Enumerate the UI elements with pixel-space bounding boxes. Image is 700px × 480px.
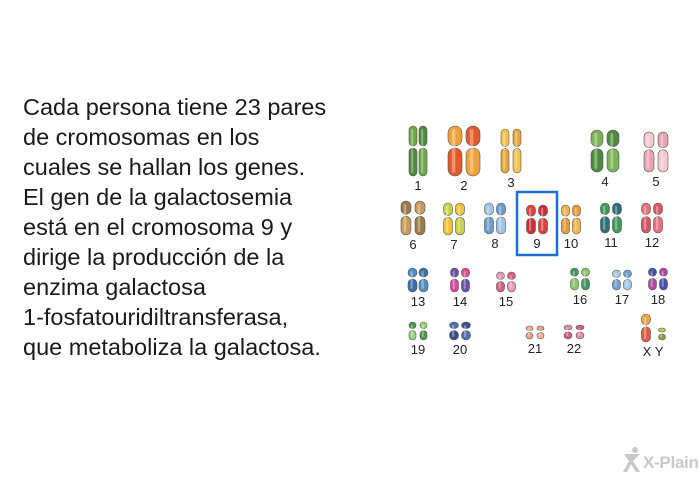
chromosome-label: 11 xyxy=(604,235,618,250)
chromosome-label: 10 xyxy=(564,236,578,251)
x-plain-logo: X-Plain xyxy=(621,445,699,475)
caption-line: cuales se hallan los genes. xyxy=(23,154,306,180)
chromosome-pair-21: 21 xyxy=(525,325,545,356)
chromosome-label: 21 xyxy=(528,341,542,356)
chromosome-label: 18 xyxy=(651,292,665,307)
chromosome-pair-5: 5 xyxy=(643,131,669,189)
caption-line: Cada persona tiene 23 pares xyxy=(23,94,327,120)
chromosome-pair-3: 3 xyxy=(500,128,522,190)
caption-line: dirige la producción de la xyxy=(23,244,285,270)
caption-line: enzima galactosa xyxy=(23,274,206,300)
chromosome-pair-15: 15 xyxy=(496,271,516,309)
caption-line: 1-fosfatouridiltransferasa, xyxy=(23,304,289,330)
chromosome-label: 4 xyxy=(601,174,608,189)
chromosome-label: 3 xyxy=(507,175,514,190)
chromosome-label: 22 xyxy=(567,341,581,356)
chromosome-9-highlight-box xyxy=(515,190,559,257)
caption-line: El gen de la galactosemia xyxy=(23,184,293,210)
chromosome-pair-13: 13 xyxy=(407,267,429,309)
x-plain-figure-icon xyxy=(623,447,640,472)
chromosome-pair-7: 7 xyxy=(443,202,465,252)
caption-line: que metaboliza la galactosa. xyxy=(23,334,321,360)
chromosome-Y xyxy=(658,327,666,341)
chromosome-label: 8 xyxy=(491,236,498,251)
sex-chromosomes: X Y xyxy=(641,313,666,359)
chromosome-pair-6: 6 xyxy=(400,200,426,252)
chromosome-label: 9 xyxy=(533,236,540,251)
chromosome-pair-14: 14 xyxy=(450,267,470,309)
chromosome-label: 5 xyxy=(652,174,659,189)
chromosome-pair-20: 20 xyxy=(449,321,471,357)
chromosome-pair-9: 9 xyxy=(526,204,548,251)
logo-text: X-Plain xyxy=(643,453,699,472)
chromosome-pair-10: 10 xyxy=(561,204,581,251)
caption-line: está en el cromosoma 9 y xyxy=(23,214,293,240)
chromosome-pair-4: 4 xyxy=(590,129,620,189)
chromosome-label: 12 xyxy=(645,235,659,250)
chromosome-label: 15 xyxy=(499,294,513,309)
caption-text: Cada persona tiene 23 pares de cromosoma… xyxy=(23,92,395,362)
chromosome-label: 20 xyxy=(453,342,467,357)
chromosome-label: 14 xyxy=(453,294,467,309)
caption-line: de cromosomas en los xyxy=(23,124,260,150)
chromosome-pair-1: 1 xyxy=(408,125,428,193)
chromosome-label: 7 xyxy=(450,237,457,252)
chromosome-label: 2 xyxy=(460,178,467,193)
chromosome-pair-11: 11 xyxy=(600,202,622,250)
chromosome-pair-22: 22 xyxy=(563,324,585,356)
chromosome-pair-8: 8 xyxy=(484,202,506,251)
chromosome-pair-12: 12 xyxy=(641,202,663,250)
chromosome-label: 16 xyxy=(573,292,587,307)
chromosome-pair-2: 2 xyxy=(447,125,481,193)
chromosome-pair-18: 18 xyxy=(648,267,668,307)
chromosome-label: 13 xyxy=(411,294,425,309)
chromosome-label: 6 xyxy=(409,237,416,252)
chromosome-X xyxy=(641,313,651,343)
chromosome-label: 19 xyxy=(411,342,425,357)
chromosome-label: 17 xyxy=(615,292,629,307)
chromosome-label: 1 xyxy=(414,178,421,193)
chromosome-pair-16: 16 xyxy=(570,267,590,307)
chromosome-pair-19: 19 xyxy=(408,321,428,357)
sex-chromosome-label: X Y xyxy=(643,344,664,359)
chromosome-pair-17: 17 xyxy=(612,269,632,307)
